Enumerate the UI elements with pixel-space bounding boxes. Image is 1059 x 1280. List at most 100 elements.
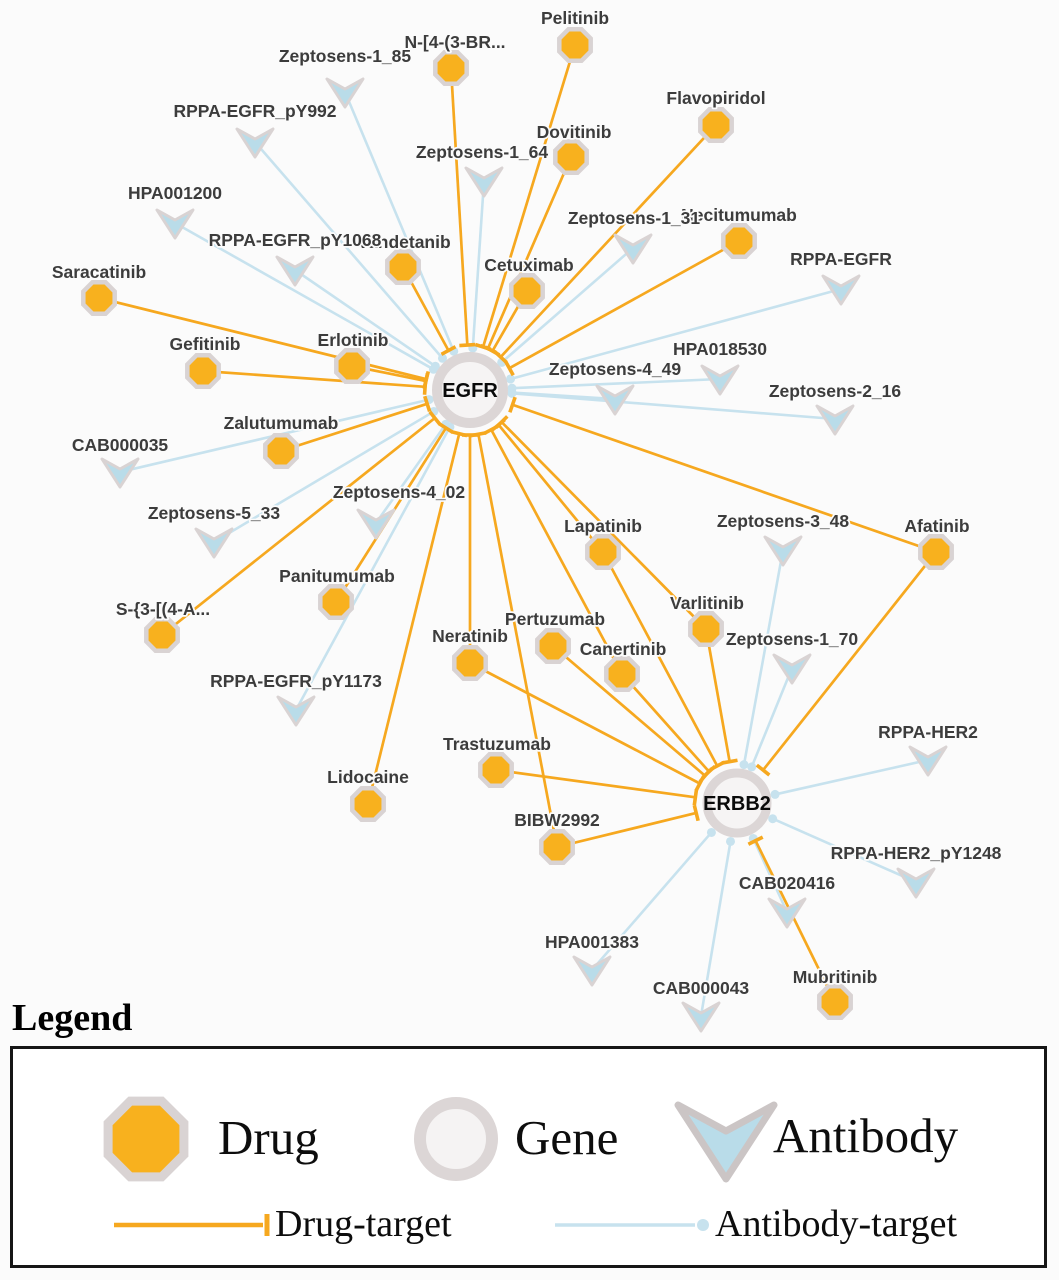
antibody-label-hpa001383: HPA001383 xyxy=(545,932,639,952)
drug-edge-tee xyxy=(692,804,700,822)
drug-label-pelitinib: Pelitinib xyxy=(541,8,609,28)
antibody-label-zeptosens-1-70: Zeptosens-1_70 xyxy=(726,629,859,649)
drug-label-canertinib: Canertinib xyxy=(580,639,667,659)
gene-node-erbb2[interactable] xyxy=(702,768,772,838)
drug-node-neratinib[interactable] xyxy=(452,645,488,681)
antibody-node-hpa001200[interactable] xyxy=(155,208,195,240)
antibody-node-zeptosens-5-33[interactable] xyxy=(194,527,234,559)
antibody-target-edge-rppa-egfr-py992-egfr xyxy=(254,141,444,360)
drug-node-saracatinib[interactable] xyxy=(81,280,117,316)
antibody-target-edge-cab000043-erbb2 xyxy=(699,841,732,1017)
drug-label-trastuzumab: Trastuzumab xyxy=(443,734,551,754)
drug-node-pertuzumab[interactable] xyxy=(535,628,571,664)
drug-edge-tee xyxy=(701,764,717,779)
antibody-label-cab000035: CAB000035 xyxy=(72,435,169,455)
drug-node-vandetanib[interactable] xyxy=(385,249,421,285)
antibody-node-zeptosens-2-16[interactable] xyxy=(815,404,855,436)
antibody-target-edge-zeptosens-1-85-egfr xyxy=(343,91,455,352)
drug-edge-tee xyxy=(440,345,457,356)
drug-label-neratinib: Neratinib xyxy=(432,626,508,646)
antibody-label-zeptosens-4-02: Zeptosens-4_02 xyxy=(333,482,466,502)
antibody-node-hpa001383[interactable] xyxy=(572,955,612,987)
antibody-node-rppa-egfr-py1173[interactable] xyxy=(276,695,316,727)
drug-node-n-4-3-br[interactable] xyxy=(433,50,469,86)
antibody-label-zeptosens-2-16: Zeptosens-2_16 xyxy=(769,381,902,401)
antibody-node-cab000043[interactable] xyxy=(681,1001,721,1033)
antibody-target-edge-zeptosens-1-31-egfr xyxy=(500,247,634,364)
drug-label-lapatinib: Lapatinib xyxy=(564,516,642,536)
drug-node-zalutumumab[interactable] xyxy=(263,433,299,469)
antibody-node-hpa018530[interactable] xyxy=(700,364,740,396)
drug-target-edge-icon xyxy=(114,1214,270,1236)
antibody-target-legend-label: Antibody-target xyxy=(715,1203,958,1245)
antibody-edge-dot xyxy=(770,789,780,799)
antibody-edge-dot xyxy=(506,374,516,384)
drug-node-bibw2992[interactable] xyxy=(539,829,575,865)
drug-target-edge-pertuzumab-erbb2 xyxy=(552,644,706,777)
antibody-node-zeptosens-4-02[interactable] xyxy=(356,508,396,540)
drug-node-canertinib[interactable] xyxy=(604,656,640,692)
antibody-edge-dot xyxy=(739,760,749,770)
gene-node-egfr[interactable] xyxy=(432,352,508,428)
drug-node-dovitinib[interactable] xyxy=(553,139,589,175)
drug-node-cetuximab[interactable] xyxy=(509,273,545,309)
drug-label-panitumumab: Panitumumab xyxy=(279,566,395,586)
antibody-target-edge-cab020416-erbb2 xyxy=(752,837,789,913)
antibody-target-edge-zeptosens-3-48-erbb2 xyxy=(742,549,785,765)
antibody-label-hpa001200: HPA001200 xyxy=(128,183,222,203)
antibody-label-rppa-her2-py1248: RPPA-HER2_pY1248 xyxy=(831,843,1002,863)
antibody-edge-dot xyxy=(507,388,517,398)
drug-target-edge-saracatinib-egfr xyxy=(98,296,427,381)
legend-box: Drug Gene Antibody Drug-target Antibody-… xyxy=(10,1046,1047,1268)
drug-node-lidocaine[interactable] xyxy=(350,786,386,822)
drug-node-lapatinib[interactable] xyxy=(585,534,621,570)
antibody-node-rppa-her2-py1248[interactable] xyxy=(896,867,936,899)
node-layer xyxy=(81,27,954,1033)
drug-label-dovitinib: Dovitinib xyxy=(537,122,612,142)
drug-node-pelitinib[interactable] xyxy=(557,27,593,63)
antibody-node-zeptosens-4-49[interactable] xyxy=(595,384,635,416)
drug-label-saracatinib: Saracatinib xyxy=(52,262,146,282)
antibody-label-cab000043: CAB000043 xyxy=(653,978,750,998)
drug-node-s-3-4-a[interactable] xyxy=(144,617,180,653)
antibody-node-cab000035[interactable] xyxy=(100,457,140,489)
drug-node-flavopiridol[interactable] xyxy=(698,107,734,143)
drug-node-afatinib[interactable] xyxy=(918,534,954,570)
antibody-node-rppa-egfr[interactable] xyxy=(821,274,861,306)
antibody-edge-dot xyxy=(747,762,757,772)
antibody-node-zeptosens-1-31[interactable] xyxy=(613,233,653,265)
antibody-label-hpa018530: HPA018530 xyxy=(673,339,767,359)
drug-node-trastuzumab[interactable] xyxy=(478,752,514,788)
drug-node-gefitinib[interactable] xyxy=(185,353,221,389)
antibody-node-cab020416[interactable] xyxy=(767,897,807,929)
drug-node-necitumumab[interactable] xyxy=(721,223,757,259)
drug-node-panitumumab[interactable] xyxy=(318,584,354,620)
antibody-label-zeptosens-1-31: Zeptosens-1_31 xyxy=(568,208,701,228)
drug-edge-tee xyxy=(694,775,706,792)
antibody-node-rppa-egfr-py1068[interactable] xyxy=(275,255,315,287)
antibody-target-edge-rppa-her2-erbb2 xyxy=(774,758,929,796)
drug-edge-tee xyxy=(438,422,454,434)
antibody-edge-dot xyxy=(768,814,778,824)
antibody-label-rppa-egfr-py992: RPPA-EGFR_pY992 xyxy=(173,101,336,121)
antibody-node-rppa-egfr-py992[interactable] xyxy=(235,127,275,159)
antibody-node-zeptosens-1-64[interactable] xyxy=(464,166,504,198)
drug-target-edge-necitumumab-egfr xyxy=(508,239,740,370)
drug-node-erlotinib[interactable] xyxy=(334,348,370,384)
antibody-node-zeptosens-1-85[interactable] xyxy=(325,77,365,109)
gene-legend-icon xyxy=(414,1097,498,1181)
antibody-node-zeptosens-3-48[interactable] xyxy=(763,535,803,567)
antibody-label-zeptosens-1-64: Zeptosens-1_64 xyxy=(416,142,549,162)
drug-label-s-3-4-a: S-{3-[(4-A... xyxy=(116,599,210,619)
antibody-node-rppa-her2[interactable] xyxy=(908,745,948,777)
drug-node-mubritinib[interactable] xyxy=(817,984,853,1020)
drug-target-edge-dovitinib-egfr xyxy=(486,156,573,350)
antibody-target-edge-rppa-egfr-py1068-egfr xyxy=(294,268,437,368)
antibody-node-zeptosens-1-70[interactable] xyxy=(772,653,812,685)
drug-node-varlitinib[interactable] xyxy=(688,611,724,647)
drug-target-edge-bibw2992-egfr xyxy=(477,433,559,848)
gene-label-egfr: EGFR xyxy=(442,380,498,402)
antibody-target-edge-zeptosens-1-70-erbb2 xyxy=(750,667,794,768)
drug-label-lidocaine: Lidocaine xyxy=(327,767,409,787)
drug-edge-tee xyxy=(508,396,517,413)
